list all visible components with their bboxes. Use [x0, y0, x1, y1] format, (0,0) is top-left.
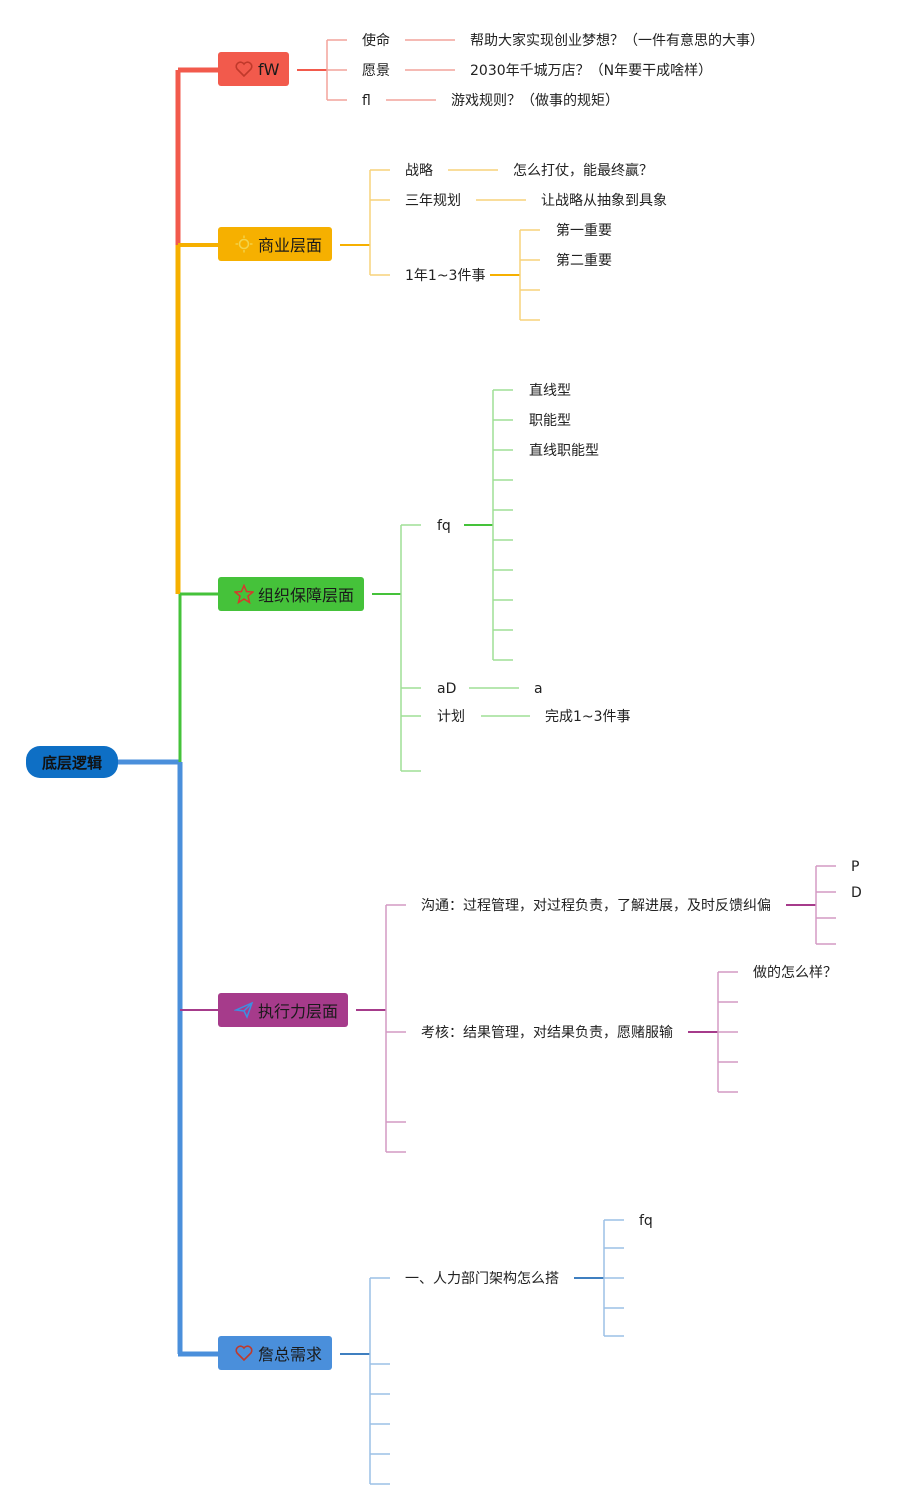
ceo-hr-label[interactable]: 一、人力部门架构怎么搭 — [405, 1271, 559, 1287]
exec-comm-label[interactable]: 沟通：过程管理，对过程负责，了解进展，及时反馈纠偏 — [421, 898, 771, 914]
fw-item-label[interactable]: fl — [362, 93, 371, 109]
branch-business-label: 商业层面 — [258, 236, 323, 255]
org-ad-detail[interactable]: a — [534, 681, 543, 697]
exec-assess-label[interactable]: 考核：结果管理，对结果负责，愿赌服输 — [421, 1025, 673, 1041]
fw-item-label[interactable]: 愿景 — [362, 63, 390, 79]
heart-icon — [234, 1343, 254, 1363]
root-label: 底层逻辑 — [41, 753, 102, 772]
org-fq-sub-item[interactable]: 直线型 — [529, 383, 571, 399]
branch-fw-label: fW — [258, 59, 280, 79]
star-icon — [234, 584, 254, 604]
exec-comm-sub-item[interactable]: D — [851, 885, 862, 901]
org-plan-label[interactable]: 计划 — [437, 709, 465, 725]
fw-item-detail[interactable]: 帮助大家实现创业梦想？（一件有意思的大事） — [470, 33, 764, 49]
fw-item-detail[interactable]: 游戏规则？（做事的规矩） — [451, 93, 619, 109]
branch-fw-node[interactable]: fW — [218, 52, 290, 86]
branch-business-node[interactable]: 商业层面 — [218, 227, 333, 261]
branch-org-label: 组织保障层面 — [258, 586, 355, 605]
exec-comm-sub-item[interactable]: P — [851, 859, 860, 875]
fw-item-label[interactable]: 使命 — [362, 33, 390, 49]
fw-item-detail[interactable]: 2030年千城万店？（N年要干成啥样） — [470, 63, 713, 79]
paper-plane-icon — [234, 1000, 254, 1020]
branch-exec-label: 执行力层面 — [258, 1002, 339, 1021]
branch-org-node[interactable]: 组织保障层面 — [218, 577, 365, 611]
branch-ceo-node[interactable]: 詹总需求 — [218, 1336, 333, 1370]
branch-ceo-label: 詹总需求 — [258, 1345, 323, 1364]
heart-icon — [234, 59, 254, 79]
business-item-detail[interactable]: 让战略从抽象到具象 — [541, 193, 667, 209]
sun-icon — [234, 234, 254, 254]
branch-exec-node[interactable]: 执行力层面 — [218, 993, 349, 1027]
business-item-detail[interactable]: 怎么打仗，能最终赢？ — [513, 163, 653, 179]
org-ad-label[interactable]: aD — [437, 681, 457, 697]
business-item-label[interactable]: 三年规划 — [405, 193, 461, 209]
business-sub-item[interactable]: 第一重要 — [556, 223, 612, 239]
business-item-label[interactable]: 战略 — [405, 163, 433, 179]
root-node[interactable]: 底层逻辑 — [26, 746, 118, 778]
business-sub-item[interactable]: 第二重要 — [556, 253, 612, 269]
org-fq-sub-item[interactable]: 职能型 — [529, 413, 571, 429]
ceo-hr-sub-item[interactable]: fq — [639, 1213, 653, 1229]
org-fq-label[interactable]: fq — [437, 518, 451, 534]
exec-assess-sub-item[interactable]: 做的怎么样？ — [753, 965, 837, 981]
business-item-label[interactable]: 1年1~3件事 — [405, 268, 486, 284]
org-fq-sub-item[interactable]: 直线职能型 — [529, 443, 599, 459]
org-plan-detail[interactable]: 完成1~3件事 — [545, 709, 631, 725]
